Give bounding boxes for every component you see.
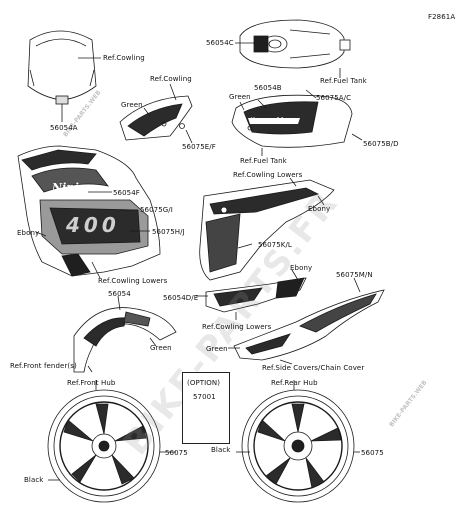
cowl-script-decal: Ninja (52, 181, 86, 194)
label-ref-cowling-lowers-1: Ref.Cowling Lowers (233, 171, 303, 179)
cowl-model-decal: 400 (66, 213, 120, 237)
label-ref-fuel-tank-left: Ref.Fuel Tank (240, 157, 287, 165)
label-ref-rear-hub: Ref.Rear Hub (271, 379, 318, 387)
label-ebony-3: Ebony (290, 264, 313, 272)
lower-cowl-small-drawing (196, 269, 307, 320)
label-black-2: Black (24, 476, 44, 484)
label-ref-cowling-mid: Ref.Cowling (150, 75, 192, 83)
label-56054B: 56054B (254, 84, 282, 92)
label-ebony-2: Ebony (17, 229, 40, 237)
label-56075AC: 56075A/C (316, 94, 352, 102)
front-wheel-drawing (47, 380, 176, 503)
label-56054: 56054 (108, 290, 131, 298)
diagram-code: F2861A (428, 13, 456, 21)
label-ref-cowling-lowers-2: Ref.Cowling Lowers (98, 277, 168, 285)
side-cover-drawing (228, 277, 385, 365)
label-56054F: 56054F (113, 189, 140, 197)
fuel-tank-side-drawing (231, 89, 363, 156)
label-green-4: Green (206, 345, 228, 353)
rear-wheel-drawing (236, 380, 360, 503)
label-ref-cowling-top: Ref.Cowling (103, 54, 145, 62)
front-fender-drawing (73, 295, 177, 373)
label-57001: 57001 (193, 393, 216, 401)
label-56075MN: 56075M/N (336, 271, 373, 279)
label-56054C: 56054C (206, 39, 234, 47)
label-black-1: Black (211, 446, 231, 454)
label-56075-rear: 56075 (361, 449, 384, 457)
label-ref-fuel-tank-right: Ref.Fuel Tank (320, 77, 367, 85)
label-ref-side-covers: Ref.Side Covers/Chain Cover (262, 364, 365, 372)
label-ebony-1: Ebony (308, 205, 331, 213)
label-green-3: Green (150, 344, 172, 352)
label-green-1: Green (229, 93, 251, 101)
fuel-tank-top-drawing (235, 19, 351, 78)
label-56075EF: 56075E/F (182, 143, 216, 151)
label-ref-front-hub: Ref.Front Hub (67, 379, 116, 387)
side-cowl-drawing (17, 145, 161, 279)
label-56054DE: 56054D/E (163, 294, 199, 302)
label-option: (OPTION) (187, 379, 221, 387)
label-ref-cowling-lowers-3: Ref.Cowling Lowers (202, 323, 272, 331)
tank-brand-decal: Kawasaki (250, 117, 283, 124)
label-56054A: 56054A (50, 124, 78, 132)
label-green-2: Green (121, 101, 143, 109)
option-box (182, 372, 230, 444)
upper-cowl-panel-drawing (119, 83, 193, 144)
label-56075KL: 56075K/L (258, 241, 292, 249)
lower-cowl-drawing (199, 177, 335, 281)
label-56075-front: 56075 (165, 449, 188, 457)
label-56075GI: 56075G/I (140, 206, 173, 214)
label-56075BD: 56075B/D (363, 140, 399, 148)
label-ref-front-fender: Ref.Front fender(s) (10, 362, 77, 370)
windshield-drawing (27, 30, 101, 122)
label-56075HJ: 56075H/J (152, 228, 185, 236)
